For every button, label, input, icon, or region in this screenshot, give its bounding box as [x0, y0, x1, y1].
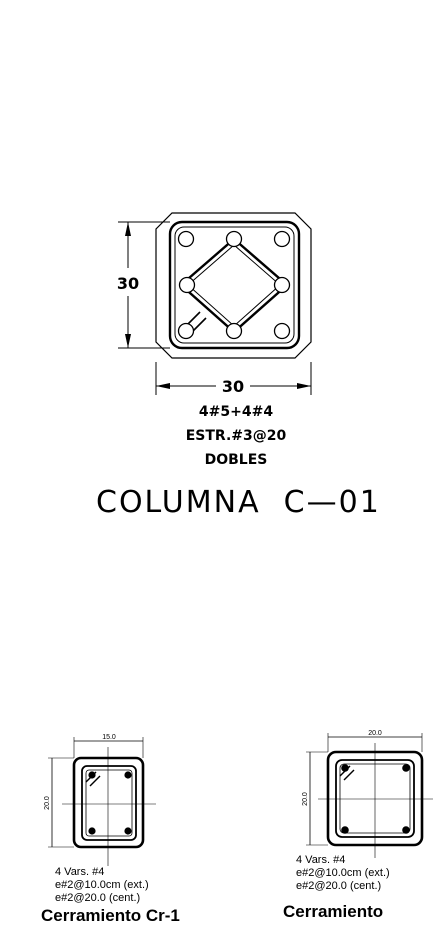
right-dim-width: 20.0 [368, 730, 382, 737]
rebar-mid [225, 230, 243, 248]
right-note-ext: e#2@10.0cm (ext.) [296, 867, 390, 879]
left-note-bars: 4 Vars. #4 [55, 866, 104, 878]
left-section-drawing [48, 737, 156, 866]
column-rebars [177, 230, 291, 340]
column-outer-stirrup [168, 220, 301, 350]
rebar [402, 826, 410, 834]
column-title: COLUMNA C—01 [96, 485, 381, 520]
rebar-mid [178, 276, 196, 294]
rebar [341, 826, 349, 834]
rebar [341, 764, 349, 772]
column-note-bars: 4#5+4#4 [199, 404, 273, 420]
rebar-mid [225, 322, 243, 340]
column-dim-height: 30 [117, 274, 139, 293]
left-dim-width: 15.0 [102, 734, 116, 741]
left-note-cent: e#2@20.0 (cent.) [55, 892, 140, 904]
right-section-rebars [341, 764, 410, 834]
right-section-stirrup [335, 759, 415, 838]
right-note-bars: 4 Vars. #4 [296, 854, 345, 866]
right-note-cent: e#2@20.0 (cent.) [296, 880, 381, 892]
left-caption: Cerramiento Cr-1 [41, 906, 180, 925]
right-section-outline [326, 750, 424, 847]
right-dim-height: 20.0 [302, 792, 309, 806]
column-outline [155, 212, 312, 359]
right-section-drawing [306, 733, 433, 858]
rebar-corner [177, 230, 195, 248]
rebar-corner [273, 322, 291, 340]
rebar [88, 827, 96, 835]
column-vertical-dimension [118, 221, 170, 349]
left-dim-height: 20.0 [44, 796, 51, 810]
rebar [124, 827, 132, 835]
column-note-double: DOBLES [205, 452, 268, 468]
column-c01-section [155, 212, 312, 359]
rebar-corner [177, 322, 195, 340]
rebar [88, 771, 96, 779]
column-diamond-stirrup [179, 237, 289, 334]
left-note-ext: e#2@10.0cm (ext.) [55, 879, 149, 891]
rebar [124, 771, 132, 779]
left-section-rebars [88, 771, 132, 835]
column-horizontal-dimension [155, 362, 312, 395]
column-note-stirrups: ESTR.#3@20 [186, 428, 287, 444]
column-dim-width: 30 [222, 377, 244, 396]
rebar-corner [273, 230, 291, 248]
left-section-outline [72, 756, 145, 849]
right-caption: Cerramiento [283, 902, 383, 921]
rebar-mid [273, 276, 291, 294]
rebar [402, 764, 410, 772]
left-section-stirrup [81, 765, 137, 841]
